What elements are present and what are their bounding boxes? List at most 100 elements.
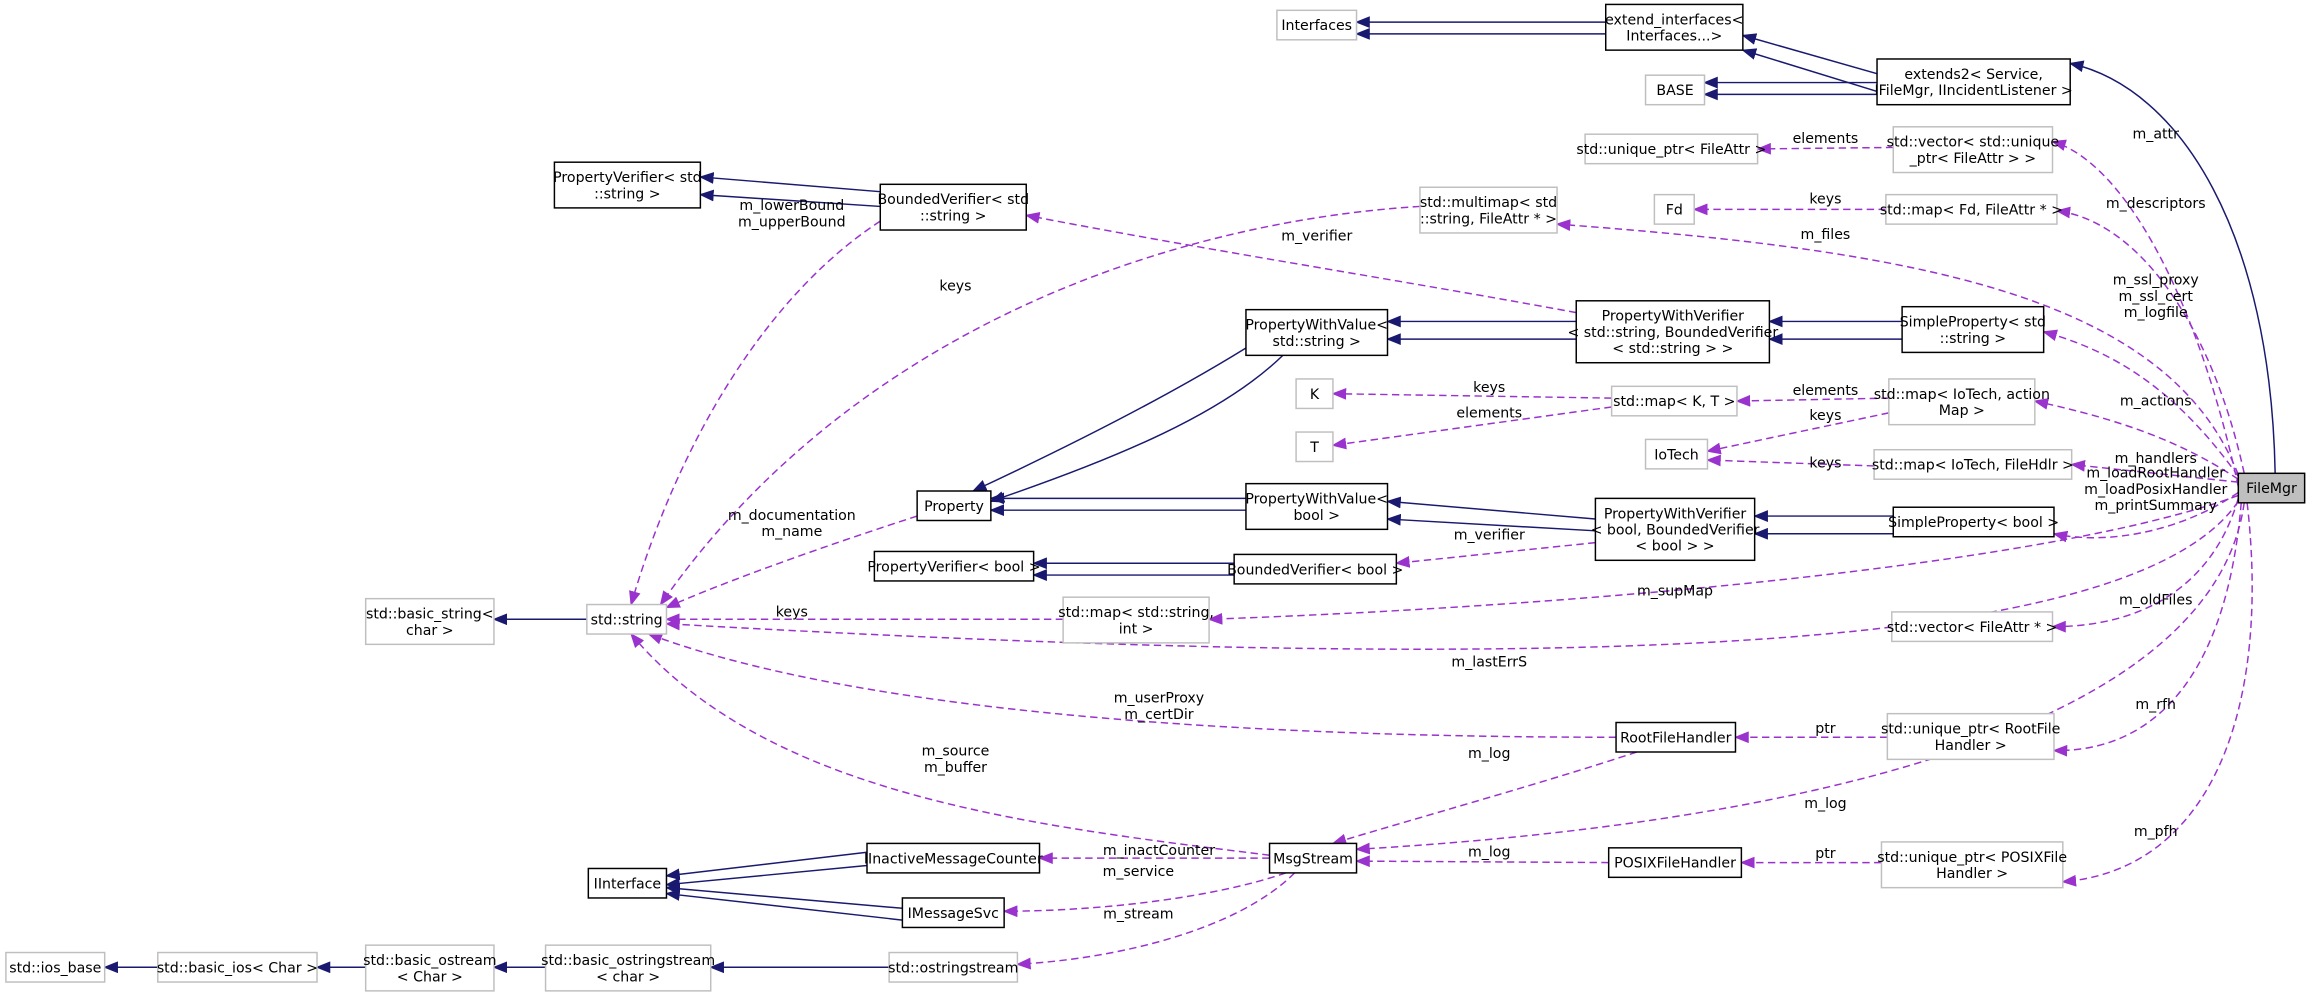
inheritance-edge-25 bbox=[665, 864, 868, 890]
node-box bbox=[1888, 378, 2036, 426]
node-label: BoundedVerifier< std::string > bbox=[877, 192, 1029, 224]
class-node-property[interactable]: Property bbox=[916, 490, 992, 522]
edge-label-keys-k: keys bbox=[1473, 380, 1505, 396]
node-box bbox=[586, 603, 668, 635]
class-node-fd[interactable]: Fd bbox=[1653, 193, 1695, 225]
class-node-basic-string[interactable]: std::basic_string<char > bbox=[364, 597, 495, 646]
node-label: BASE bbox=[1656, 83, 1693, 99]
node-label: PropertyWithVerifier< bool, BoundedVerif… bbox=[1591, 506, 1760, 554]
class-node-std-string[interactable]: std::string bbox=[586, 603, 668, 635]
node-label: extends2< Service,IFileMgr, IIncidentLis… bbox=[1874, 67, 2072, 99]
class-node-pwver-bool[interactable]: PropertyWithVerifier< bool, BoundedVerif… bbox=[1591, 497, 1760, 562]
class-node-basic-ostream[interactable]: std::basic_ostream< Char > bbox=[363, 944, 497, 992]
usage-edge-keys-multimap bbox=[659, 205, 1420, 606]
inheritance-edge-26 bbox=[665, 882, 903, 910]
node-label: std::basic_string<char > bbox=[366, 607, 494, 639]
class-node-map-string-int[interactable]: std::map< std::string,int > bbox=[1058, 596, 1214, 644]
class-node-sp-bool[interactable]: SimpleProperty< bool > bbox=[1888, 506, 2059, 538]
node-label: BoundedVerifier< bool > bbox=[1227, 562, 1403, 578]
node-box bbox=[888, 951, 1019, 983]
node-box bbox=[1295, 378, 1334, 410]
node-label: IInterface bbox=[594, 876, 661, 892]
inheritance-edge-6 bbox=[2068, 60, 2276, 474]
inheritance-edge-8 bbox=[698, 189, 881, 208]
class-node-vector-fileattr[interactable]: std::vector< FileAttr * > bbox=[1887, 611, 2058, 643]
node-box bbox=[1644, 438, 1709, 470]
node-label: std::ostringstream bbox=[888, 960, 1018, 976]
class-node-interfaces[interactable]: Interfaces bbox=[1276, 9, 1358, 41]
node-box bbox=[157, 951, 318, 983]
class-node-imsgsvc[interactable]: IMessageSvc bbox=[901, 897, 1005, 929]
class-node-sp-string[interactable]: SimpleProperty< std::string > bbox=[1900, 305, 2046, 354]
node-box bbox=[1880, 841, 2064, 889]
class-node-t[interactable]: T bbox=[1295, 431, 1334, 463]
class-node-posixfilehandler[interactable]: POSIXFileHandler bbox=[1607, 847, 1743, 879]
edge-label-keys-fd: keys bbox=[1809, 191, 1841, 207]
class-node-unique-ptr-fileattr[interactable]: std::unique_ptr< FileAttr > bbox=[1576, 133, 1766, 165]
class-node-ios-base[interactable]: std::ios_base bbox=[5, 951, 106, 983]
node-box bbox=[1615, 721, 1737, 753]
class-node-map-iotech-hdlr[interactable]: std::map< IoTech, FileHdlr > bbox=[1872, 448, 2074, 480]
edge-label-m-log-filemgr: m_log bbox=[1804, 796, 1846, 812]
class-node-basic-ios[interactable]: std::basic_ios< Char > bbox=[157, 951, 318, 983]
node-box bbox=[553, 161, 702, 209]
class-node-iinactive[interactable]: IInactiveMessageCounter bbox=[864, 842, 1043, 874]
usage-edge-keys-iotech1 bbox=[1706, 412, 1889, 455]
node-box bbox=[873, 550, 1035, 582]
class-node-extend-interfaces[interactable]: extend_interfaces<Interfaces...> bbox=[1604, 3, 1744, 51]
class-node-iinterface[interactable]: IInterface bbox=[587, 867, 668, 899]
node-label: PropertyVerifier< std::string > bbox=[553, 170, 702, 202]
class-node-k[interactable]: K bbox=[1295, 378, 1334, 410]
class-node-pv-bool[interactable]: PropertyVerifier< bool > bbox=[867, 550, 1041, 582]
class-node-pwv-string[interactable]: PropertyWithValue<std::string > bbox=[1245, 308, 1389, 357]
edge-label-keys-iotech1: keys bbox=[1809, 408, 1841, 424]
class-node-bv-bool[interactable]: BoundedVerifier< bool > bbox=[1227, 553, 1403, 585]
usage-edge-m-lower-upper bbox=[629, 220, 881, 606]
class-node-ostringstream[interactable]: std::ostringstream bbox=[888, 951, 1019, 983]
node-box bbox=[1276, 9, 1358, 41]
class-node-map-kt[interactable]: std::map< K, T > bbox=[1610, 385, 1738, 417]
node-label: std::string bbox=[591, 612, 663, 628]
inheritance-edge-14 bbox=[989, 354, 1284, 503]
class-node-pwver-string[interactable]: PropertyWithVerifier< std::string, Bound… bbox=[1567, 300, 1778, 364]
class-node-pwv-bool[interactable]: PropertyWithValue<bool > bbox=[1245, 482, 1389, 531]
node-box bbox=[1233, 553, 1398, 585]
class-node-msgstream[interactable]: MsgStream bbox=[1268, 842, 1358, 874]
class-node-base[interactable]: BASE bbox=[1644, 74, 1706, 106]
node-box bbox=[1245, 482, 1389, 531]
usage-edge-m-verifier-top bbox=[1024, 212, 1577, 314]
node-box bbox=[1885, 193, 2058, 225]
class-node-basic-ostringstream[interactable]: std::basic_ostringstream< char > bbox=[541, 944, 715, 992]
edge-label-m-log-root: m_log bbox=[1468, 746, 1510, 762]
node-label: IMessageSvc bbox=[908, 906, 999, 922]
class-node-map-fd[interactable]: std::map< Fd, FileAttr * > bbox=[1880, 193, 2063, 225]
class-node-bv-std[interactable]: BoundedVerifier< std::string > bbox=[877, 183, 1029, 231]
node-box bbox=[879, 183, 1027, 231]
node-label: extend_interfaces<Interfaces...> bbox=[1605, 12, 1743, 44]
class-node-vector-unique[interactable]: std::vector< std::unique_ptr< FileAttr >… bbox=[1887, 126, 2060, 174]
class-node-pv-std[interactable]: PropertyVerifier< std::string > bbox=[553, 161, 702, 209]
edge-label-m-log-posix: m_log bbox=[1468, 845, 1510, 861]
node-label: T bbox=[1309, 440, 1319, 456]
class-node-multimap[interactable]: std::multimap< std::string, FileAttr * > bbox=[1419, 186, 1558, 234]
edge-label-keys-iotech2: keys bbox=[1809, 455, 1841, 471]
class-node-extends2[interactable]: extends2< Service,IFileMgr, IIncidentLis… bbox=[1874, 58, 2073, 106]
usage-edge-elements-action bbox=[1735, 394, 1889, 407]
node-box bbox=[364, 597, 495, 646]
node-label: std::multimap< std::string, FileAttr * > bbox=[1420, 195, 1557, 227]
node-label: std::map< K, T > bbox=[1613, 394, 1735, 410]
class-node-rootfilehandler[interactable]: RootFileHandler bbox=[1615, 721, 1737, 753]
inheritance-edge-7 bbox=[698, 172, 881, 193]
class-node-iotech[interactable]: IoTech bbox=[1644, 438, 1709, 470]
class-node-filemgr[interactable]: FileMgr bbox=[2237, 472, 2306, 504]
